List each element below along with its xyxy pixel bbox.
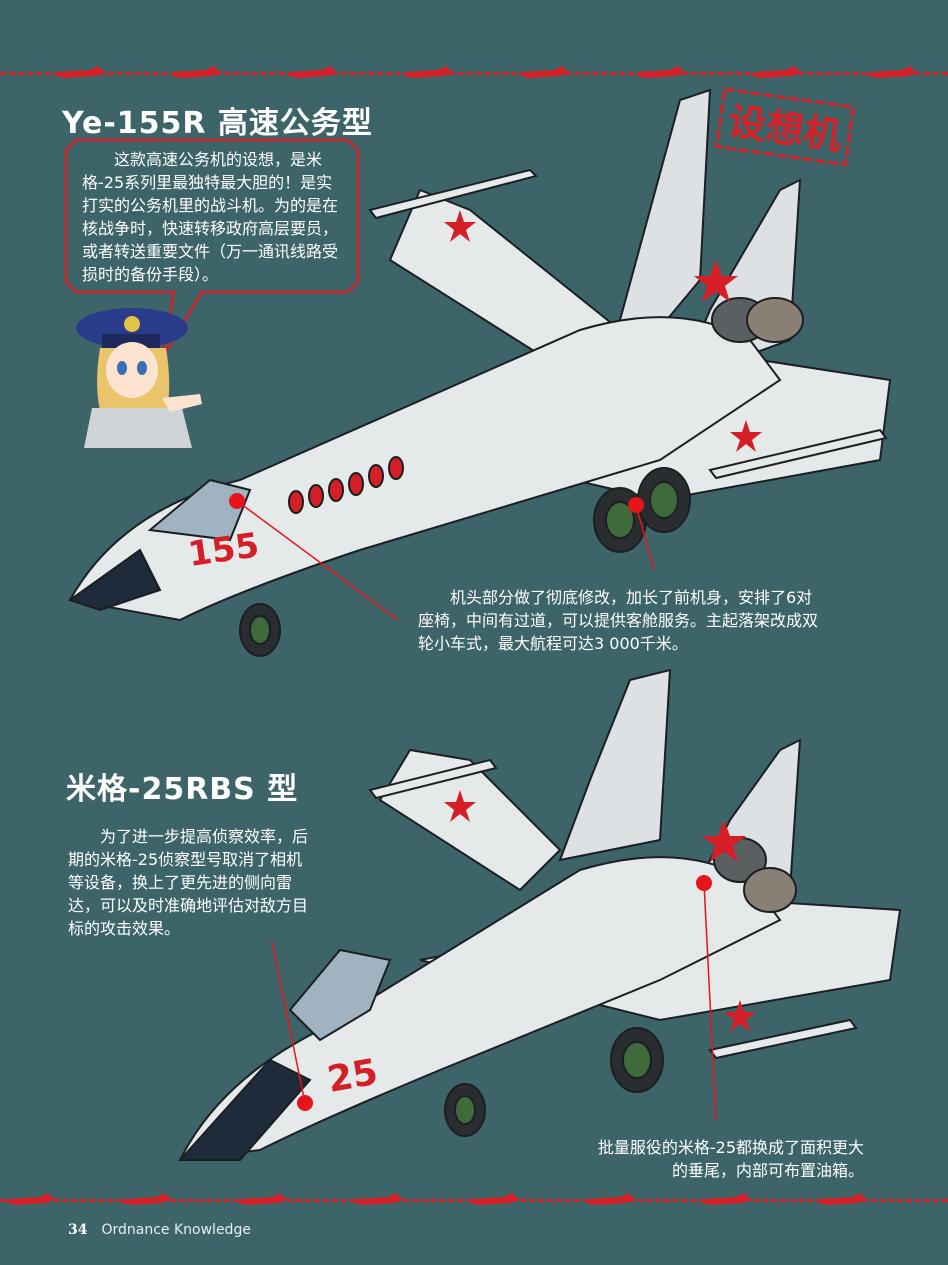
plane-silhouette-icon [752, 66, 802, 78]
plane-silhouette-icon [520, 66, 570, 78]
pilot-girl-illustration [76, 308, 202, 448]
section2-description: 为了进一步提高侦察效率，后期的米格-25侦察型号取消了相机等设备，换上了更先进的… [68, 827, 309, 938]
mig25rbs-aircraft-illustration: 25 [177, 668, 902, 1162]
plane-silhouette-icon [702, 1193, 752, 1205]
plane-silhouette-icon [288, 66, 338, 78]
plane-silhouette-icon [470, 1193, 520, 1205]
bottom-plane-row [6, 1193, 868, 1205]
ye155r-aircraft-illustration: 155 [67, 88, 892, 657]
bubble-text: 这款高速公务机的设想，是米格-25系列里最独特最大胆的！是实打实的公务机里的战斗… [82, 150, 339, 284]
plane-silhouette-icon [238, 1193, 288, 1205]
publication-name: Ordnance Knowledge [101, 1222, 251, 1238]
top-divider [0, 72, 948, 75]
aircraft2-number: 25 [324, 1052, 380, 1101]
plane-silhouette-icon [868, 66, 918, 78]
plane-silhouette-icon [354, 1193, 404, 1205]
plane-silhouette-icon [404, 66, 454, 78]
section2-title: 米格-25RBS 型 [66, 772, 299, 807]
plane-silhouette-icon [122, 1193, 172, 1205]
section1-callout: 机头部分做了彻底修改，加长了前机身，安排了6对座椅，中间有过道，可以提供客舱服务… [418, 588, 819, 653]
plane-silhouette-icon [6, 1193, 56, 1205]
aircraft1-number: 155 [186, 525, 262, 574]
page-number: 34 [68, 1222, 88, 1238]
plane-silhouette-icon [56, 66, 106, 78]
page-footer: 34 Ordnance Knowledge [68, 1222, 251, 1238]
plane-silhouette-icon [172, 66, 222, 78]
concept-stamp: 设想机 [714, 87, 856, 167]
plane-silhouette-icon [818, 1193, 868, 1205]
section1-title: Ye-155R 高速公务型 [62, 106, 373, 141]
plane-silhouette-icon [586, 1193, 636, 1205]
section2-callout: 批量服役的米格-25都换成了面积更大的垂尾，内部可布置油箱。 [597, 1138, 864, 1180]
plane-silhouette-icon [636, 66, 686, 78]
top-plane-row [56, 66, 918, 78]
